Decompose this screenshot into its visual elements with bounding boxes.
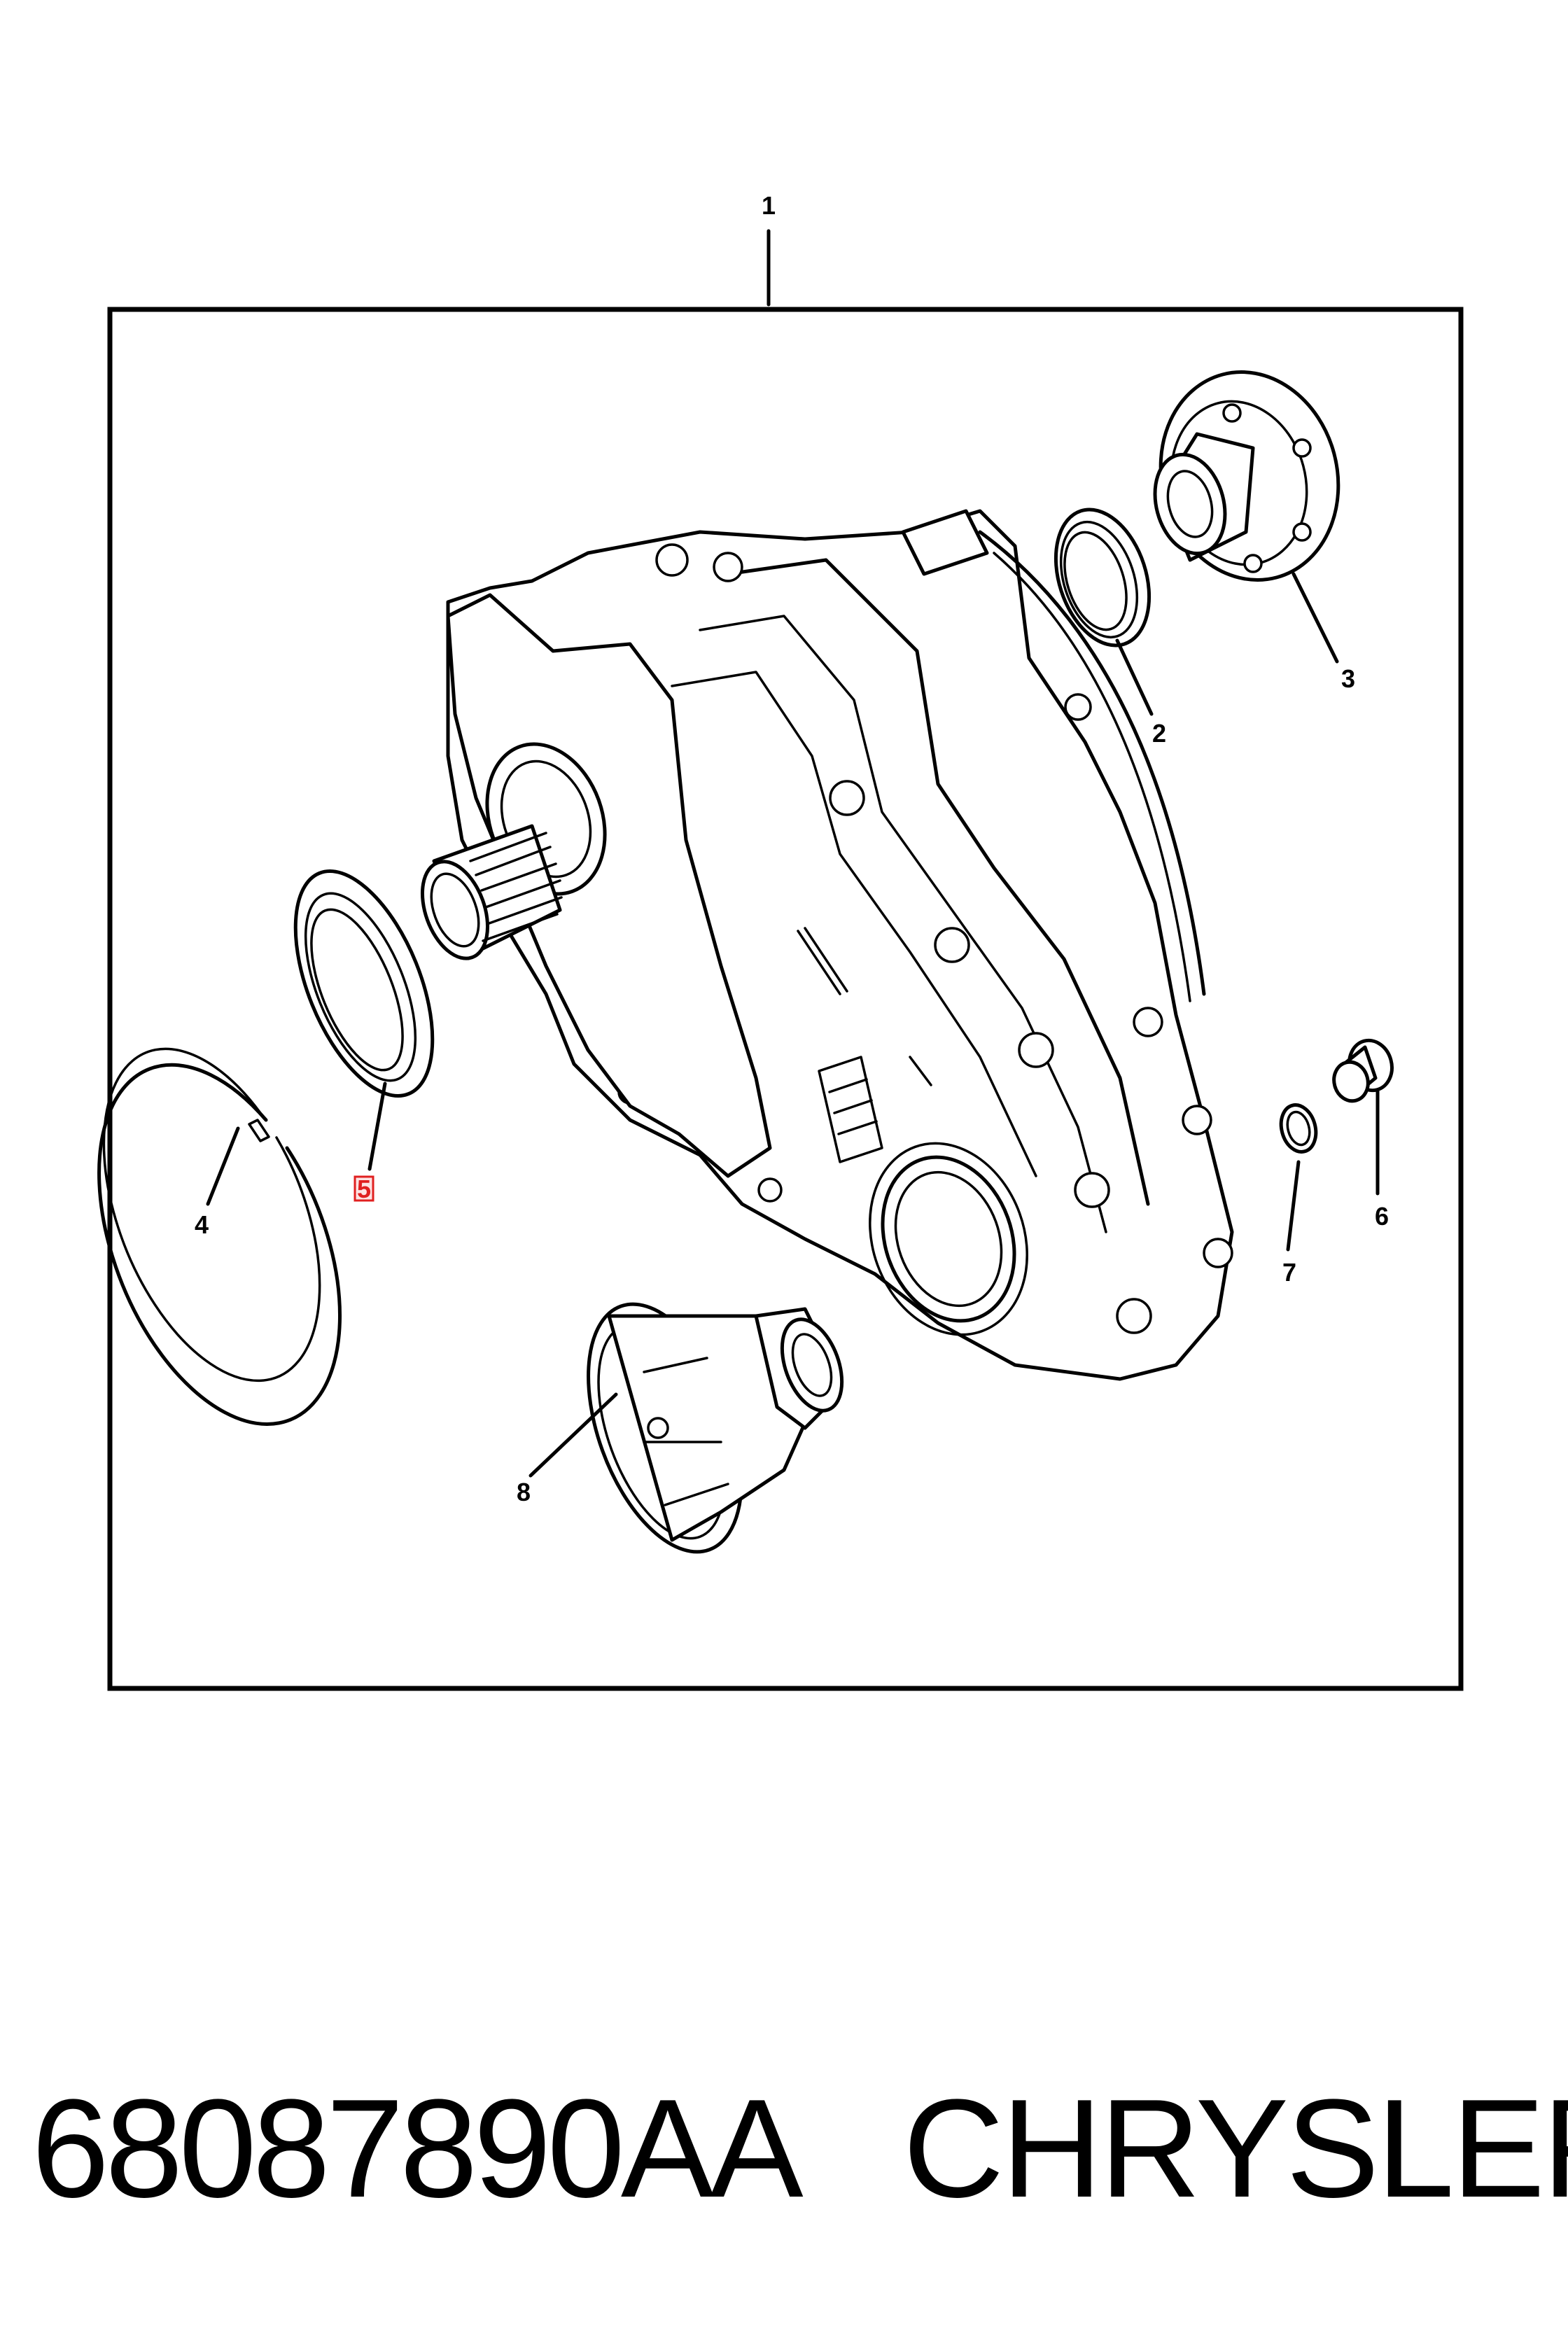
callout-4: 4 (195, 1210, 209, 1239)
leader-8 (528, 1392, 618, 1478)
callout-5: 5 (357, 1175, 371, 1203)
footer: 68087890AA CHRYSLER (0, 2058, 1568, 2240)
callout-3: 3 (1341, 664, 1355, 693)
callout-1: 1 (762, 191, 776, 220)
leader-7 (1286, 1160, 1301, 1252)
part-4-snap-ring (97, 1047, 342, 1426)
part-number: 68087890AA (31, 2071, 804, 2227)
callout-8: 8 (517, 1478, 531, 1506)
part-2-seal (1054, 507, 1152, 648)
part-6-plug (1332, 1038, 1394, 1103)
part-3-flange (1153, 370, 1340, 582)
transfer-case-housing (420, 509, 1234, 1381)
callout-6: 6 (1375, 1202, 1389, 1231)
callout-2: 2 (1152, 719, 1166, 748)
leader-3 (1292, 572, 1339, 664)
part-5-seal (293, 869, 435, 1098)
part-8-output-housing (587, 1302, 844, 1554)
callout-5-highlight-box (354, 1175, 374, 1202)
leader-5 (368, 1082, 387, 1171)
leader-2 (1115, 638, 1154, 716)
brand-name: CHRYSLER (903, 2071, 1568, 2227)
part-7-o-ring (1279, 1103, 1318, 1154)
callout-7: 7 (1282, 1258, 1296, 1287)
assembly-frame (107, 307, 1464, 1691)
leader-4 (206, 1126, 240, 1206)
